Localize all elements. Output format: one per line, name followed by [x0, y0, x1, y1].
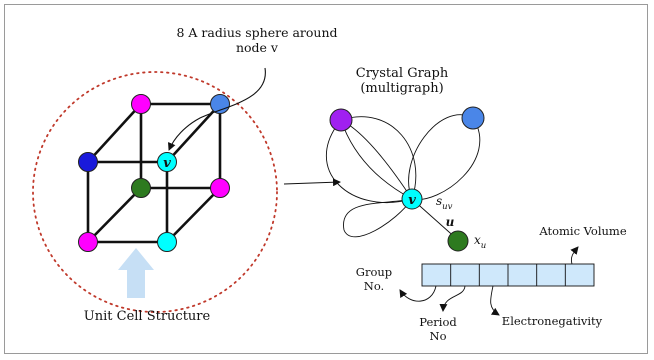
feature-vector	[421, 263, 595, 287]
period-arrow	[439, 285, 466, 312]
electronegativity-arrow	[490, 285, 500, 316]
atom-node-magenta-bottom-left	[78, 232, 98, 252]
atom-node-cyan-bottom	[157, 232, 177, 252]
atomic-volume-arrow	[570, 246, 579, 265]
crystal-graph-title-line2: (multigraph)	[360, 81, 443, 96]
node-u-label: u	[446, 215, 455, 229]
node-v-label-cube: v	[163, 156, 171, 171]
unit-cell-cube	[86, 102, 222, 244]
sphere-pointer-arrow	[168, 67, 266, 151]
electronegativity-label: Electronegativity	[502, 314, 603, 328]
period-label-line2: No	[430, 329, 447, 343]
multigraph-edges	[325, 114, 481, 241]
atom-node-green-back	[131, 178, 151, 198]
cell-to-graph-arrow	[283, 178, 341, 187]
sphere-label-line1: 8 A radius sphere around	[176, 25, 337, 40]
atom-node-blue-left	[78, 152, 98, 172]
atom-node-magenta-right	[210, 178, 230, 198]
radius-sphere-circle	[32, 71, 278, 313]
atom-node-v-cube	[157, 152, 177, 172]
group-label-line2: No.	[364, 279, 384, 293]
atomic-volume-label: Atomic Volume	[538, 224, 626, 238]
edge-feature-s: suv	[436, 194, 453, 212]
graph-node-blue	[461, 106, 485, 130]
unit-cell-up-arrow	[118, 248, 154, 298]
graph-node-purple	[329, 108, 353, 132]
crystal-graph-title-line1: Crystal Graph	[356, 66, 449, 81]
diagram-frame	[4, 4, 648, 354]
unit-cell-label: Unit Cell Structure	[84, 309, 211, 324]
atom-node-magenta-top-left	[131, 94, 151, 114]
group-arrow	[399, 285, 437, 302]
node-v-label-graph: v	[408, 193, 416, 208]
graph-node-v	[401, 188, 423, 210]
node-feature-x: xu	[474, 233, 486, 251]
group-label-line1: Group	[356, 265, 392, 279]
graph-node-u	[447, 230, 469, 252]
period-label-line1: Period	[419, 315, 457, 329]
sphere-label-line2: node v	[236, 40, 279, 55]
